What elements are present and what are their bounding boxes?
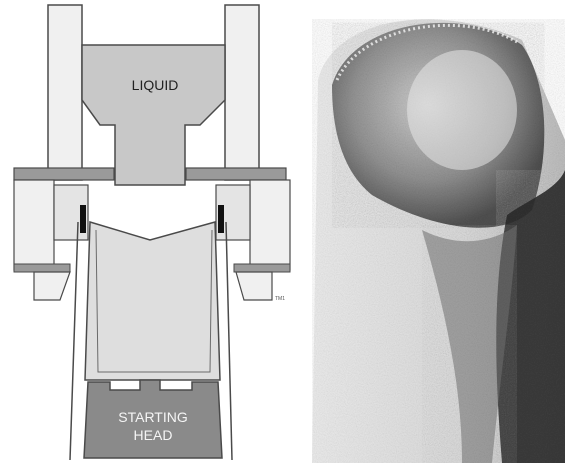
mold-leg-right bbox=[236, 272, 272, 300]
side-block-left bbox=[14, 180, 54, 270]
liquid-pool bbox=[82, 45, 225, 185]
bottom-plate-left bbox=[14, 264, 70, 272]
photo-svg bbox=[312, 0, 565, 463]
schematic-svg: LIQUID STARTING HEAD TM1 bbox=[0, 0, 300, 463]
plate-right bbox=[186, 168, 286, 180]
side-block-right bbox=[250, 180, 290, 270]
liquid-label: LIQUID bbox=[132, 77, 179, 93]
mold-right-upper bbox=[225, 5, 259, 180]
photo-head-highlight bbox=[407, 50, 517, 170]
ingot-skin-left bbox=[70, 222, 78, 460]
starting-head-label-1: STARTING bbox=[118, 409, 188, 425]
seal-right bbox=[218, 205, 224, 233]
ingot-body bbox=[85, 222, 220, 380]
mold-leg-left bbox=[34, 272, 70, 300]
ingot-skin-right bbox=[226, 222, 232, 460]
mold-left-upper bbox=[48, 5, 82, 180]
corner-mark: TM1 bbox=[275, 296, 285, 302]
plate-left bbox=[14, 168, 114, 180]
bottom-plate-right bbox=[234, 264, 290, 272]
starting-head-label-2: HEAD bbox=[134, 427, 173, 443]
seal-left bbox=[80, 205, 86, 233]
ingot-section-photo bbox=[312, 0, 565, 463]
casting-schematic: LIQUID STARTING HEAD TM1 bbox=[0, 0, 300, 463]
